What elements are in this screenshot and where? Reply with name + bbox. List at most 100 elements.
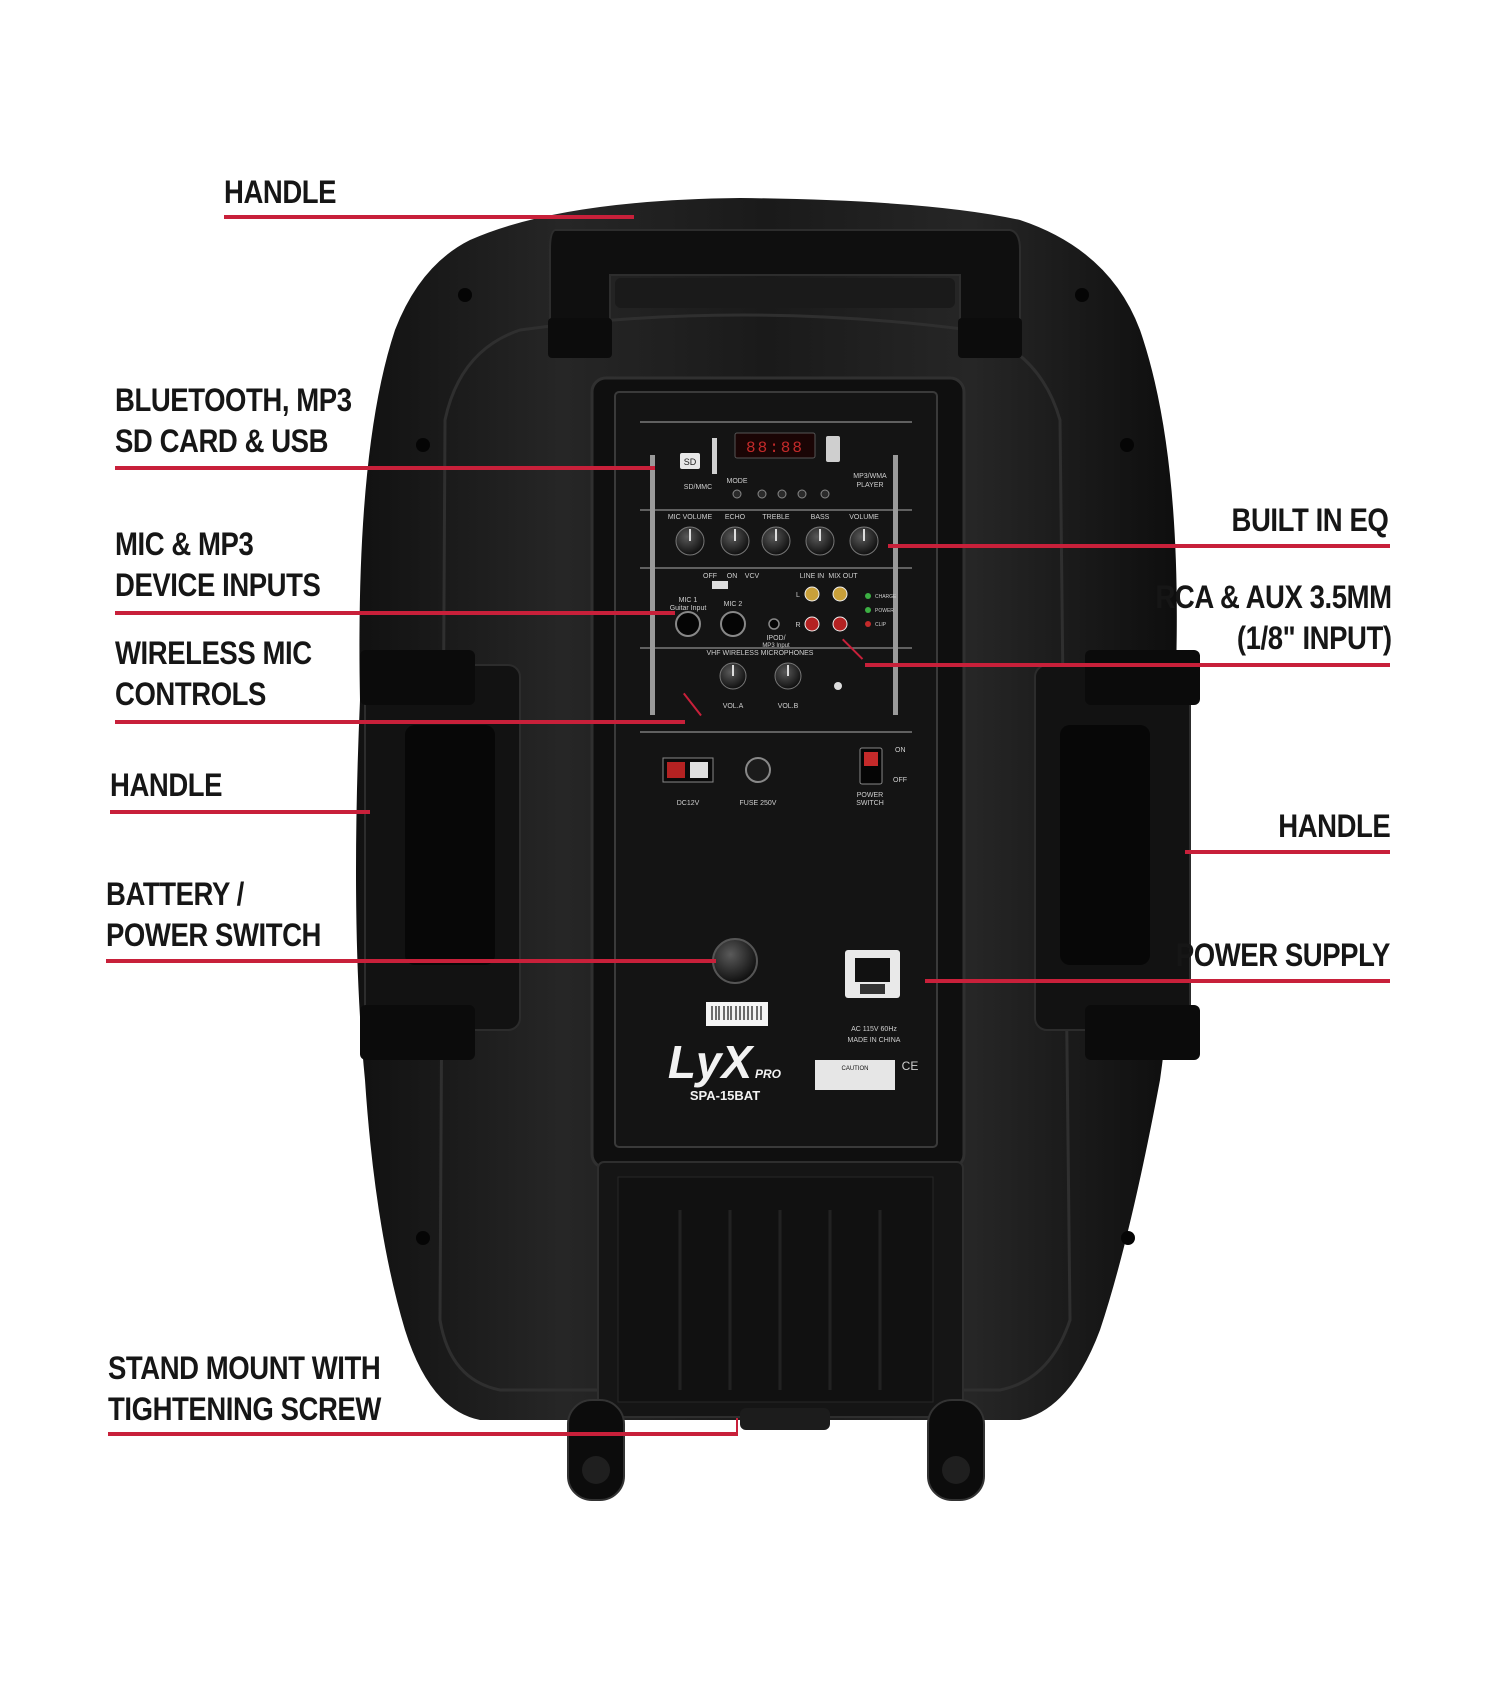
barcode-sticker [706,1002,768,1026]
charge-label: CHARGE [875,594,897,600]
power-label: POWER [875,608,894,614]
mic2-label: MIC 2 [724,601,743,608]
cabinet-screw [416,1231,430,1245]
card-slot [712,438,717,474]
clip-led [865,621,871,627]
cabinet-screw [1120,438,1134,452]
callout-stand-mount: STAND MOUNT WITH TIGHTENING SCREW [108,1350,381,1427]
fuse-holder [745,757,771,783]
caution-label [815,1060,895,1090]
callout-bar-rca-aux [865,663,1390,667]
panel-on-label: ON [895,747,906,754]
vhf-label: VHF WIRELESS MICROPHONES [707,650,814,657]
leader-stand-mount [736,1418,738,1434]
line-in-label: LINE IN [800,573,825,580]
fuse-label: FUSE 250V [740,800,777,807]
callout-bar-wireless-mic [115,720,685,724]
svg-text:ECHO: ECHO [725,514,746,521]
callout-bar-handle-right [1185,850,1390,854]
clip-label: CLIP [875,622,887,628]
led-display-digits: 88:88 [746,439,804,457]
cabinet-screw [458,288,472,302]
callout-rca-aux: RCA & AUX 3.5MM (1/8" INPUT) [1155,579,1393,656]
vhf-power-led [834,682,842,690]
callout-handle-top: HANDLE [224,174,337,210]
callout-built-in-eq: BUILT IN EQ [1231,502,1388,538]
led-display [734,432,816,459]
ac-label: AC 115V 60Hz [851,1026,897,1033]
brand-sub: PRO [755,1067,782,1081]
cabinet-screw [416,438,430,452]
svg-text:VOLUME: VOLUME [849,514,879,521]
antenna-left [650,455,655,715]
power-switch-label-2: SWITCH [856,800,884,807]
guitar-input-label: Guitar Input [670,605,707,612]
left-handle-bracket-top [360,650,475,705]
mp3-input-label: MP3 Input [762,643,790,649]
mic1-label: MIC 1 [679,597,698,604]
cabinet-screw [1075,288,1089,302]
barcode-lines [711,1006,762,1020]
mix-out-label: MIX OUT [828,573,858,580]
svg-text:TREBLE: TREBLE [762,514,790,521]
mic2-jack [720,611,746,637]
mic1-jack [675,611,701,637]
svg-text:BASS: BASS [811,514,830,521]
antenna-right [893,455,898,715]
rca-jacks [804,586,848,632]
mp3-player-label: MP3/WMA [853,473,887,480]
callout-mic-mp3-inputs: MIC & MP3 DEVICE INPUTS [115,526,321,603]
on-label: ON [727,573,738,580]
r-label: R [795,622,800,629]
power-switch-label-1: POWER [857,792,883,799]
callout-battery-power: BATTERY / POWER SWITCH [106,876,321,953]
callout-bar-stand-mount [108,1432,738,1436]
callout-bluetooth-mp3: BLUETOOTH, MP3 SD CARD & USB [115,382,352,459]
callout-bar-bluetooth-mp3 [115,466,655,470]
callout-handle-left: HANDLE [110,767,223,803]
callout-handle-right: HANDLE [1277,808,1391,844]
eq-knobs: MIC VOLUME ECHO TREBLE BASS VOLUME [668,514,879,556]
right-handle-bracket-bottom [1085,1005,1200,1060]
sd-card-slot [680,453,700,469]
mp3-buttons [732,489,830,499]
vol-a-label: VOL.A [723,703,744,710]
sd-label: SD [684,457,697,467]
wheel-left [567,1399,625,1501]
power-led [865,607,871,613]
left-handle-bracket-bottom [360,1005,475,1060]
cabinet-screw [1121,1231,1135,1245]
usb-port [826,436,840,462]
vol-b-label: VOL.B [778,703,799,710]
callout-bar-handle-left [110,810,370,814]
off-label: OFF [703,573,717,580]
battery-power-button [712,938,758,984]
vcv-label: VCV [745,573,760,580]
callout-wireless-mic: WIRELESS MIC CONTROLS [115,635,312,712]
ce-mark: CE [902,1059,919,1073]
top-handle-base-right [958,318,1022,358]
charge-led [865,593,871,599]
top-handle-grip [615,278,955,308]
top-handle [549,229,1021,321]
svg-text:CAUTION: CAUTION [842,1066,869,1072]
ipod-label: IPOD/ [766,635,785,642]
dc12v-label: DC12V [677,800,700,807]
panel-off-label: OFF [893,777,907,784]
stand-mount-socket [740,1408,830,1430]
brand-logo: LyX [668,1036,755,1088]
vcv-switch [712,581,728,589]
right-side-handle-recess [1060,725,1150,965]
svg-text:MIC VOLUME: MIC VOLUME [668,514,713,521]
left-side-handle-recess [405,725,495,965]
callout-bar-mic-mp3-inputs [115,611,675,615]
top-handle-base-left [548,318,612,358]
sd-mmc-label: SD/MMC [684,484,712,491]
mode-label: MODE [727,478,748,485]
model-label: SPA-15BAT [690,1088,760,1103]
callout-bar-battery-power [106,959,716,963]
wheel-right [927,1399,985,1501]
callout-bar-handle-top [224,215,634,219]
callout-bar-power-supply [925,979,1390,983]
